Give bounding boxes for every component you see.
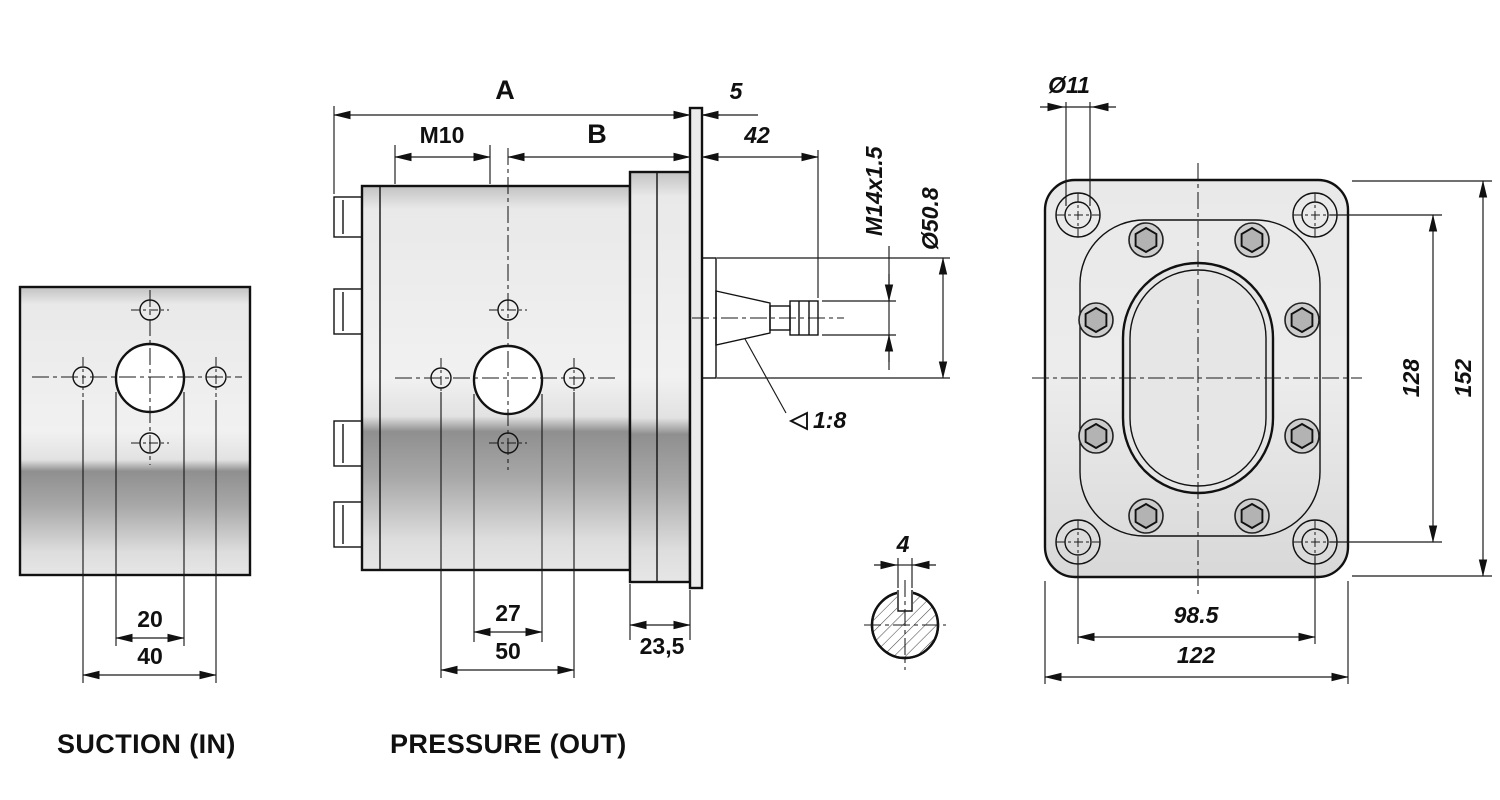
suction-centerlines (32, 290, 242, 465)
dim-key-label: 4 (896, 531, 910, 557)
suction-view-title: SUCTION (IN) (57, 729, 236, 759)
dim-42-label: 42 (743, 122, 770, 148)
shaft-section-detail: 4 (864, 531, 946, 670)
dim-152-label: 152 (1450, 359, 1476, 398)
dim-235-label: 23,5 (640, 633, 685, 659)
dim-B-label: B (587, 119, 607, 149)
taper-symbol-icon (788, 411, 808, 431)
dim-pilot-label: Ø50.8 (917, 187, 943, 250)
pressure-bottom-dimensions: 27 50 23,5 (440, 392, 691, 678)
dim-hole-dia-label: Ø11 (1048, 72, 1090, 98)
dim-A-label: A (495, 75, 515, 105)
dim-taper-label: 1:8 (813, 407, 846, 433)
flange-dimensions: Ø11 152 128 98.5 122 (1040, 72, 1492, 684)
shaft-dimensions: M14x1.5 Ø50.8 1:8 (717, 145, 950, 433)
mounting-flange-plate (688, 106, 704, 590)
dim-985-label: 98.5 (1174, 602, 1220, 628)
dim-plate-label: 5 (730, 78, 744, 104)
suction-bore-dim-label: 20 (137, 606, 163, 632)
mounting-tabs (333, 196, 363, 548)
flange-face (1079, 219, 1321, 537)
dim-122-label: 122 (1177, 642, 1216, 668)
suction-dimensions: 20 40 (82, 392, 217, 683)
pressure-view: A 5 M10 B 42 M14x1.5 (333, 75, 950, 759)
rear-cover (628, 170, 692, 584)
tapered-shaft (715, 290, 771, 346)
pressure-view-title: PRESSURE (OUT) (390, 729, 627, 759)
hex-screw (1078, 418, 1114, 454)
dim-27-label: 27 (495, 600, 521, 626)
dim-50-label: 50 (495, 638, 521, 664)
hex-screw (1128, 498, 1164, 534)
pressure-top-dimensions: A 5 M10 B 42 (333, 75, 819, 298)
suction-view: 20 40 SUCTION (IN) (18, 285, 252, 759)
dim-shaft-thread-label: M14x1.5 (861, 145, 887, 236)
drive-shaft (692, 257, 844, 379)
keyway-slot (897, 589, 913, 611)
dim-m10-label: M10 (420, 122, 465, 148)
hex-screw (1128, 222, 1164, 258)
suction-holes-dim-label: 40 (137, 643, 163, 669)
keyway-dimension: 4 (874, 531, 936, 588)
hex-screw (1284, 418, 1320, 454)
suction-body (18, 285, 252, 577)
flange-view: Ø11 152 128 98.5 122 (1032, 72, 1492, 684)
dim-128-label: 128 (1398, 359, 1424, 398)
hex-screw (1284, 302, 1320, 338)
hex-screw (1078, 302, 1114, 338)
hex-screw (1234, 498, 1270, 534)
hex-screw (1234, 222, 1270, 258)
pressure-centerlines (395, 148, 615, 470)
